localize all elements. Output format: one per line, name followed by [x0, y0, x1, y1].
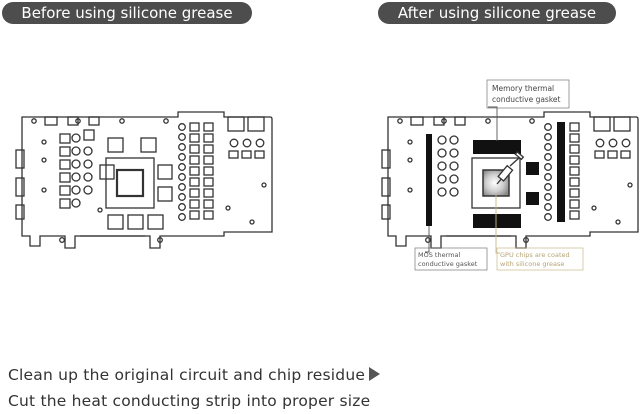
mos-gasket-right	[557, 122, 565, 222]
memory-gasket-top	[473, 140, 521, 154]
memory-label-line1: Memory thermal	[492, 84, 554, 93]
board-after-vrm-right	[544, 122, 580, 221]
syringe-icon	[496, 150, 525, 185]
gpu-label-line2: with silicone grease	[500, 260, 564, 268]
after-header: After using silicone grease	[378, 2, 616, 24]
gaskets	[426, 122, 565, 228]
board-before	[15, 111, 273, 249]
play-triangle-right-icon	[369, 367, 381, 381]
caption-step-1-text: Clean up the original circuit and chip r…	[8, 366, 366, 384]
board-before-vrm-right	[178, 122, 214, 221]
gpu-leader	[495, 194, 500, 254]
gpu-label-line1: GPU chips are coated	[500, 251, 570, 259]
memory-leader	[488, 106, 498, 141]
annotation-leaders	[414, 79, 584, 271]
mos-label-line1: MOS thermal	[418, 251, 460, 259]
mos-gasket-left	[426, 134, 432, 226]
memory-gasket-side-1	[526, 162, 539, 175]
mos-leader	[425, 226, 430, 253]
memory-gasket-bottom	[473, 214, 521, 228]
board-after-outline	[387, 111, 639, 249]
memory-gasket-side-2	[526, 192, 539, 205]
mos-label-line2: conductive gasket	[418, 260, 478, 268]
memory-label-line2: conductive gasket	[492, 95, 561, 104]
board-before-outline	[21, 111, 273, 249]
caption-step-2: Cut the heat conducting strip into prope…	[8, 392, 371, 410]
caption-step-1: Clean up the original circuit and chip r…	[8, 366, 381, 384]
before-header: Before using silicone grease	[2, 2, 252, 24]
board-after	[381, 111, 639, 249]
